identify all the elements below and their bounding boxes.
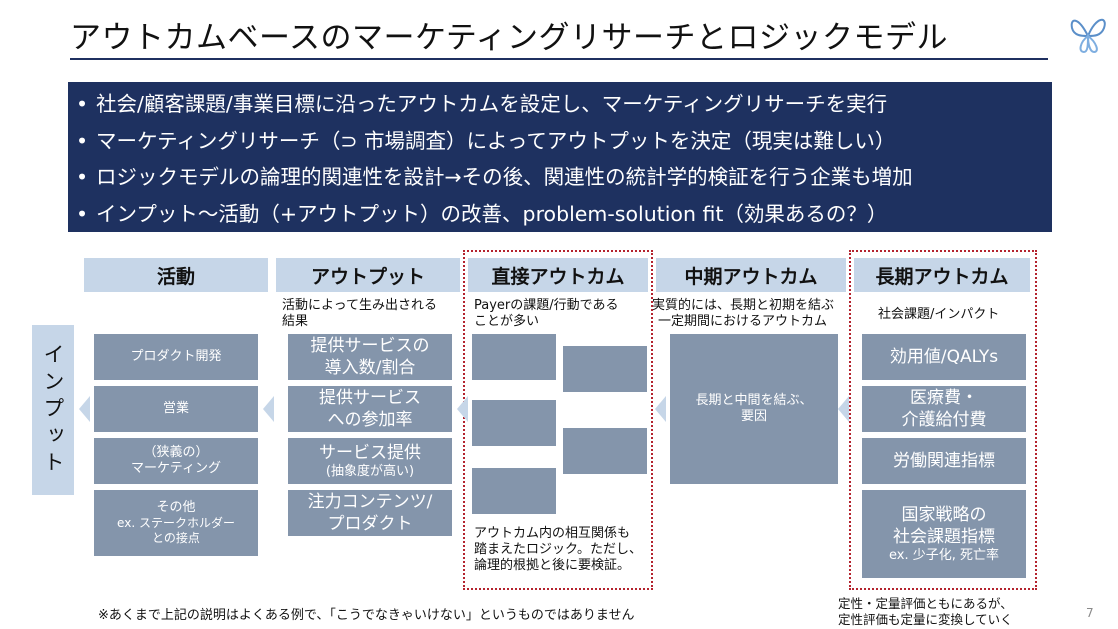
arrow-left-icon [655,396,666,422]
footnote: ※あくまで上記の説明はよくある例で、「こうでなきゃいけない」というものではありま… [98,608,635,623]
arrow-left-icon [263,396,274,422]
header-mid-outcome: 中期アウトカム [656,258,846,292]
bullet-item: •ロジックモデルの論理的関連性を設計→その後、関連性の統計学的検証を行う企業も増… [76,165,913,189]
long-outcome-box: 医療費・ 介護給付費 [862,386,1026,432]
activity-box: 営業 [94,386,258,432]
direct-outcome-box [472,400,556,446]
direct-outcome-box [472,334,556,380]
long-outcome-frame [849,250,1037,590]
direct-outcome-box [563,428,647,474]
bullet-item: •社会/顧客課題/事業目標に沿ったアウトカムを設定し、マーケティングリサーチを実… [76,92,888,116]
output-box: 提供サービスの 導入数/割合 [288,334,452,380]
output-box: サービス提供 (抽象度が高い) [288,438,452,484]
long-outcome-description: 社会課題/インパクト [878,307,1000,322]
header-activity: 活動 [84,258,268,292]
mid-outcome-description: 実質的には、長期と初期を結ぶ 一定期間におけるアウトカム [652,298,835,329]
long-outcome-box: 国家戦略の 社会課題指標 ex. 少子化, 死亡率 [862,490,1026,578]
activity-box: その他 ex. ステークホルダー との接点 [94,490,258,556]
long-outcome-box: 効用値/QALYs [862,334,1026,380]
activity-box: プロダクト開発 [94,334,258,380]
arrow-left-icon [79,396,90,422]
output-box: 提供サービス への参加率 [288,386,452,432]
output-description: 活動によって生み出される 結果 [282,298,437,329]
direct-outcome-box [472,468,556,514]
direct-outcome-box [563,346,647,392]
mid-outcome-box: 長期と中間を結ぶ、 要因 [670,334,838,484]
page-number: 7 [1086,606,1094,620]
butterfly-logo-icon [1068,12,1110,58]
direct-outcome-description: Payerの課題/行動である ことが多い [474,298,619,329]
page-title: アウトカムベースのマーケティングリサーチとロジックモデル [70,20,948,56]
bullet-item: •インプット〜活動（+アウトプット）の改善、problem-solution f… [76,201,888,226]
activity-box: （狭義の） マーケティング [94,438,258,484]
arrow-left-icon [838,396,849,422]
header-output: アウトプット [276,258,460,292]
header-direct-outcome: 直接アウトカム [468,258,648,292]
input-label-box: インプット [32,325,74,495]
direct-outcome-note: アウトカム内の相互関係も 踏まえたロジック。ただし、 論理的根拠と後に要検証。 [474,526,642,573]
arrow-left-icon [457,396,468,422]
bullet-item: •マーケティングリサーチ（⊃ 市場調査）によってアウトプットを決定（現実は難しい… [76,128,896,153]
title-underline [70,58,1048,60]
header-long-outcome: 長期アウトカム [854,258,1030,292]
evaluation-note: 定性・定量評価ともにあるが、 定性評価も定量に変換していく [838,596,1013,627]
long-outcome-box: 労働関連指標 [862,438,1026,484]
output-box: 注力コンテンツ/ プロダクト [288,490,452,536]
summary-bullets-panel: •社会/顧客課題/事業目標に沿ったアウトカムを設定し、マーケティングリサーチを実… [68,82,1052,232]
